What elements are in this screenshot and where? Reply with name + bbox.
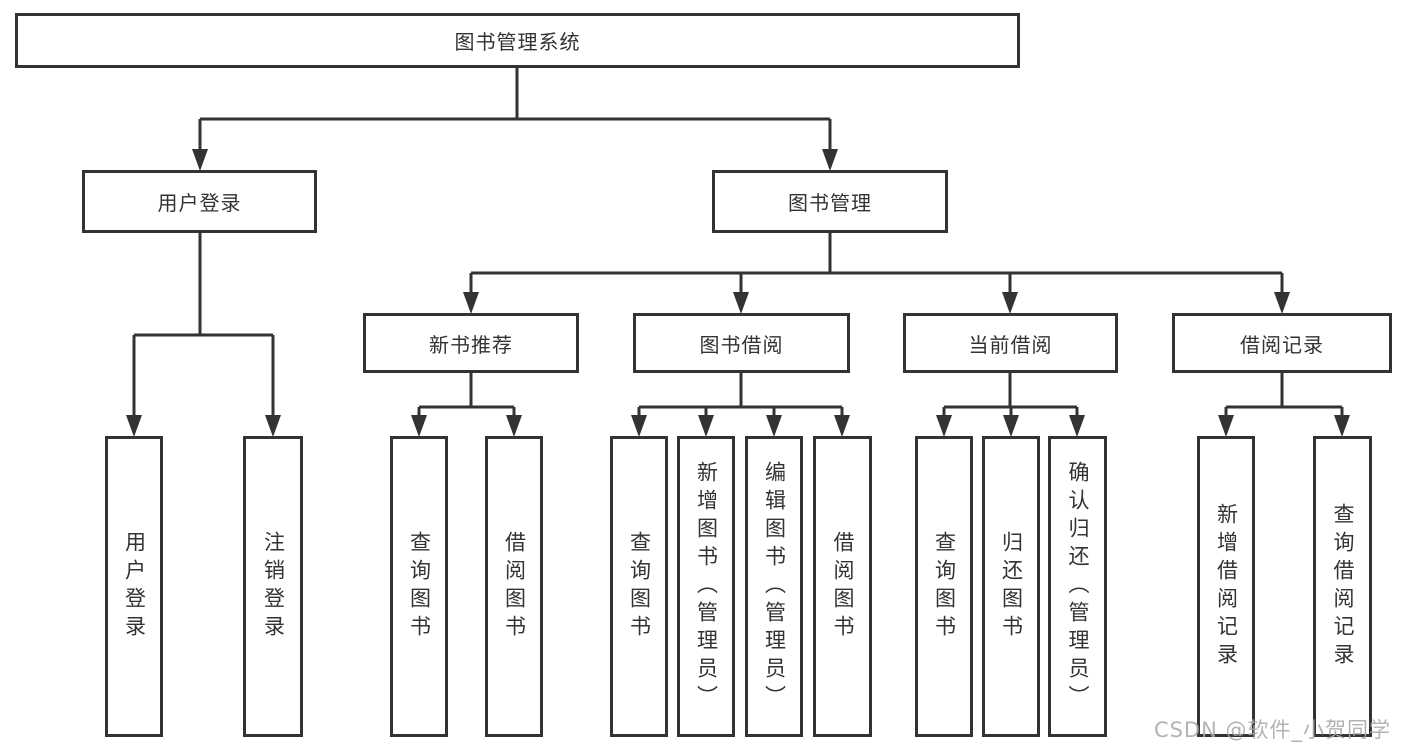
leaf-query-books-current-label: 查询图书 (932, 530, 957, 643)
node-new-book-recommend-label: 新书推荐 (429, 332, 513, 357)
node-new-book-recommend: 新书推荐 (363, 313, 579, 373)
arrowheads (126, 149, 1350, 437)
node-book-borrow-label: 图书借阅 (699, 332, 784, 357)
leaf-query-books-borrow-label: 查询图书 (627, 530, 652, 643)
node-book-borrow: 图书借阅 (633, 313, 850, 373)
leaf-borrow-books: 借阅图书 (813, 436, 872, 737)
leaf-confirm-return-admin: 确认归还（管理员） (1048, 436, 1107, 737)
node-user-login: 用户登录 (82, 170, 317, 233)
node-user-login-label: 用户登录 (157, 191, 242, 215)
node-book-management-label: 图书管理 (788, 191, 872, 215)
leaf-add-book-admin-label: 新增图书（管理员） (694, 460, 719, 713)
node-current-borrow-label: 当前借阅 (968, 332, 1053, 357)
leaf-borrow-books-recommend-label: 借阅图书 (502, 530, 527, 643)
leaf-confirm-return-admin-label: 确认归还（管理员） (1066, 460, 1090, 713)
leaf-user-login: 用户登录 (105, 436, 163, 737)
leaf-query-books-borrow: 查询图书 (610, 436, 668, 737)
leaf-borrow-books-recommend: 借阅图书 (485, 436, 543, 737)
leaf-query-borrow-record: 查询借阅记录 (1313, 436, 1372, 737)
leaf-user-login-label: 用户登录 (122, 530, 147, 643)
leaf-add-borrow-record: 新增借阅记录 (1197, 436, 1255, 737)
node-current-borrow: 当前借阅 (903, 313, 1118, 373)
node-root-label: 图书管理系统 (454, 30, 581, 54)
leaf-logout: 注销登录 (243, 436, 303, 737)
leaf-query-borrow-record-label: 查询借阅记录 (1331, 502, 1355, 671)
leaf-logout-label: 注销登录 (261, 530, 286, 643)
leaf-return-book: 归还图书 (982, 436, 1040, 737)
leaf-add-borrow-record-label: 新增借阅记录 (1214, 502, 1239, 671)
node-borrow-records: 借阅记录 (1172, 313, 1392, 373)
node-borrow-records-label: 借阅记录 (1240, 332, 1324, 357)
leaf-query-books-current: 查询图书 (915, 436, 973, 737)
leaf-query-books-recommend-label: 查询图书 (407, 530, 432, 643)
node-root: 图书管理系统 (15, 13, 1020, 68)
leaf-add-book-admin: 新增图书（管理员） (677, 436, 735, 737)
leaf-return-book-label: 归还图书 (999, 530, 1024, 643)
leaf-edit-book-admin-label: 编辑图书（管理员） (762, 460, 787, 713)
leaf-edit-book-admin: 编辑图书（管理员） (745, 436, 803, 737)
node-book-management: 图书管理 (712, 170, 948, 233)
leaf-borrow-books-label: 借阅图书 (831, 530, 855, 643)
leaf-query-books-recommend: 查询图书 (390, 436, 448, 737)
csdn-watermark: CSDN @软件_小贺同学 (1153, 718, 1391, 742)
